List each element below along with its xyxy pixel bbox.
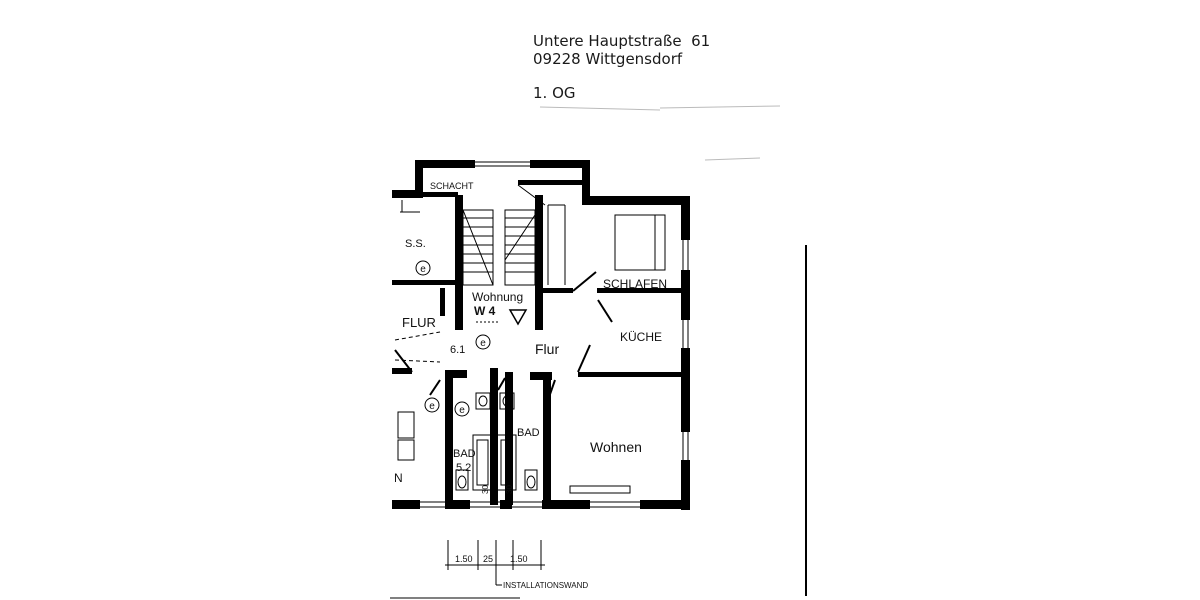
label-flur-main: Flur — [535, 341, 559, 357]
label-schlafen: SCHLAFEN — [603, 277, 667, 291]
windows — [420, 158, 692, 511]
label-kueche: KÜCHE — [620, 330, 662, 344]
label-ss: S.S. — [405, 238, 426, 250]
label-wohnung-number: W 4 — [474, 304, 496, 318]
inner-walls — [392, 180, 681, 505]
dim-label: INSTALLATIONSWAND — [503, 581, 588, 590]
electric-marker-3: e — [429, 401, 435, 412]
label-flur-left: FLUR — [402, 315, 436, 330]
label-wohnen: Wohnen — [590, 439, 642, 455]
address-city: 09228 Wittgensdorf — [533, 50, 683, 68]
label-bad-left-number: 5.2 — [456, 462, 471, 474]
electric-markers — [415, 260, 491, 417]
entrance-marker — [508, 309, 528, 326]
scan-noise — [539, 105, 781, 161]
dim-middle: 25 — [483, 554, 493, 564]
dim-left: 1.50 — [455, 554, 473, 564]
radiator — [569, 485, 631, 494]
label-dim-30-right: 30 — [505, 485, 514, 494]
label-left-edge: N — [394, 471, 403, 485]
dimension-line — [445, 540, 545, 586]
electric-marker-1: e — [420, 264, 426, 275]
door-swing-dashes — [394, 331, 441, 363]
staircase — [462, 184, 566, 286]
label-bad-left: BAD — [453, 448, 476, 460]
bath-fixtures — [455, 392, 538, 491]
electric-marker-4: e — [459, 405, 465, 416]
label-dim-30-left: 30 — [481, 485, 490, 494]
doors — [394, 271, 613, 401]
label-bad-right: BAD — [517, 427, 540, 439]
label-schacht: SCHACHT — [430, 181, 474, 191]
bed — [614, 214, 666, 271]
label-wohnung: Wohnung — [472, 290, 523, 304]
address-street: Untere Hauptstraße 61 — [533, 32, 711, 50]
floor-label: 1. OG — [533, 84, 576, 102]
electric-marker-2: e — [480, 338, 486, 349]
left-room-furniture — [397, 200, 420, 461]
dim-right: 1.50 — [510, 554, 528, 564]
label-room-61: 6.1 — [450, 344, 465, 356]
